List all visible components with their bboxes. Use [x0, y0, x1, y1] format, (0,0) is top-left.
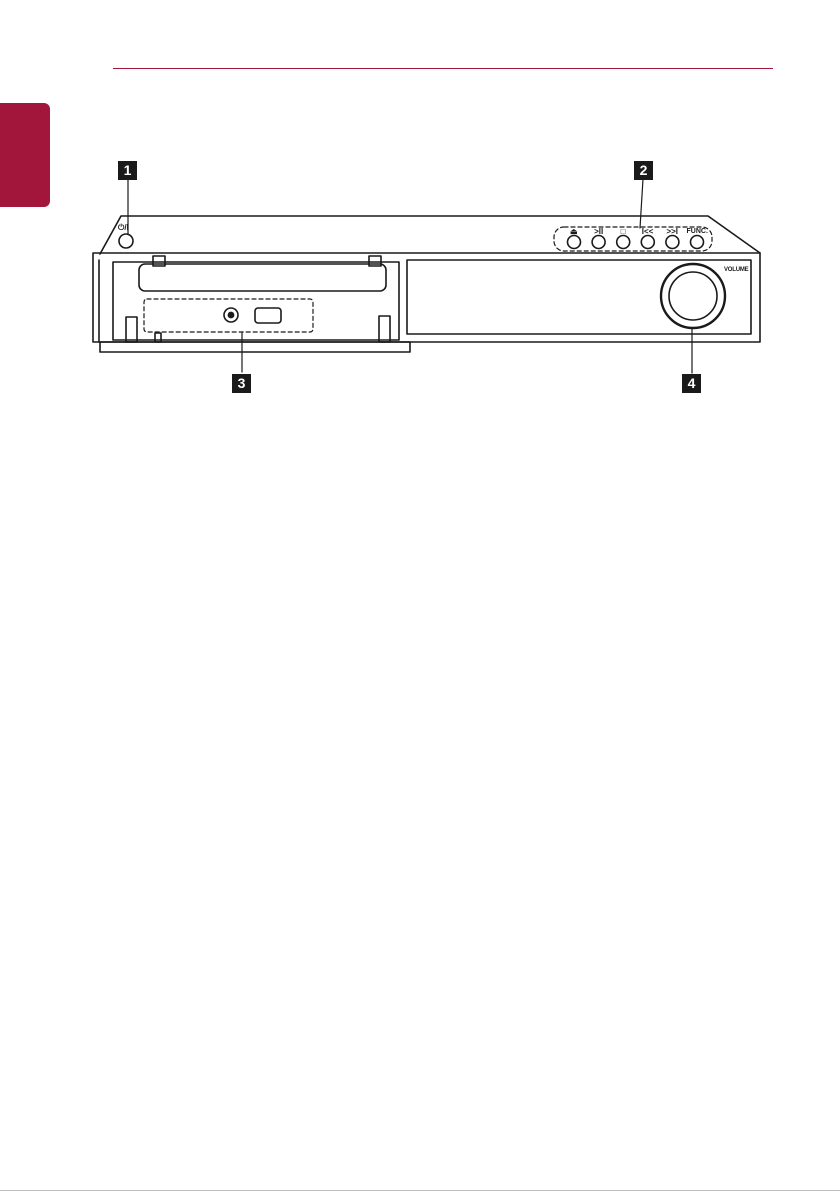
- control-button-row: [568, 236, 704, 249]
- door-hinge-right: [379, 316, 390, 342]
- door-hinge-left: [126, 317, 137, 342]
- play-pause-icon: >II: [594, 228, 603, 236]
- volume-knob-inner: [669, 272, 717, 320]
- callout-badge-3: 3: [232, 374, 251, 393]
- power-label: ⏻/I: [118, 224, 129, 232]
- leader-line-2: [640, 179, 643, 228]
- device-top-surface: [100, 216, 760, 254]
- volume-knob[interactable]: [661, 264, 725, 328]
- skip-forward-button[interactable]: [666, 236, 679, 249]
- eject-button[interactable]: [568, 236, 581, 249]
- tray-door-bottom: [100, 342, 410, 352]
- display-panel: [407, 260, 751, 334]
- aux-jack-center: [228, 312, 233, 317]
- volume-label: VOLUME: [724, 267, 748, 273]
- skip-back-button[interactable]: [641, 236, 654, 249]
- play-pause-button[interactable]: [592, 236, 605, 249]
- callout-badge-2: 2: [634, 161, 653, 180]
- function-button[interactable]: [691, 236, 704, 249]
- callout-badge-4: 4: [682, 374, 701, 393]
- stop-icon: □: [621, 228, 626, 236]
- disc-slot: [139, 264, 386, 291]
- usb-port-icon: [255, 308, 281, 323]
- skip-back-icon: I<<: [642, 228, 654, 236]
- callout-badge-1: 1: [118, 161, 137, 180]
- function-icon: FUNC.: [687, 228, 708, 235]
- skip-forward-icon: >>I: [666, 228, 678, 236]
- eject-icon: ⏏: [570, 228, 578, 236]
- device-front-panel-diagram: [0, 0, 840, 420]
- tray-door: [113, 262, 399, 340]
- footer-rule: [0, 1190, 840, 1191]
- power-button[interactable]: [119, 234, 133, 248]
- stop-button[interactable]: [617, 236, 630, 249]
